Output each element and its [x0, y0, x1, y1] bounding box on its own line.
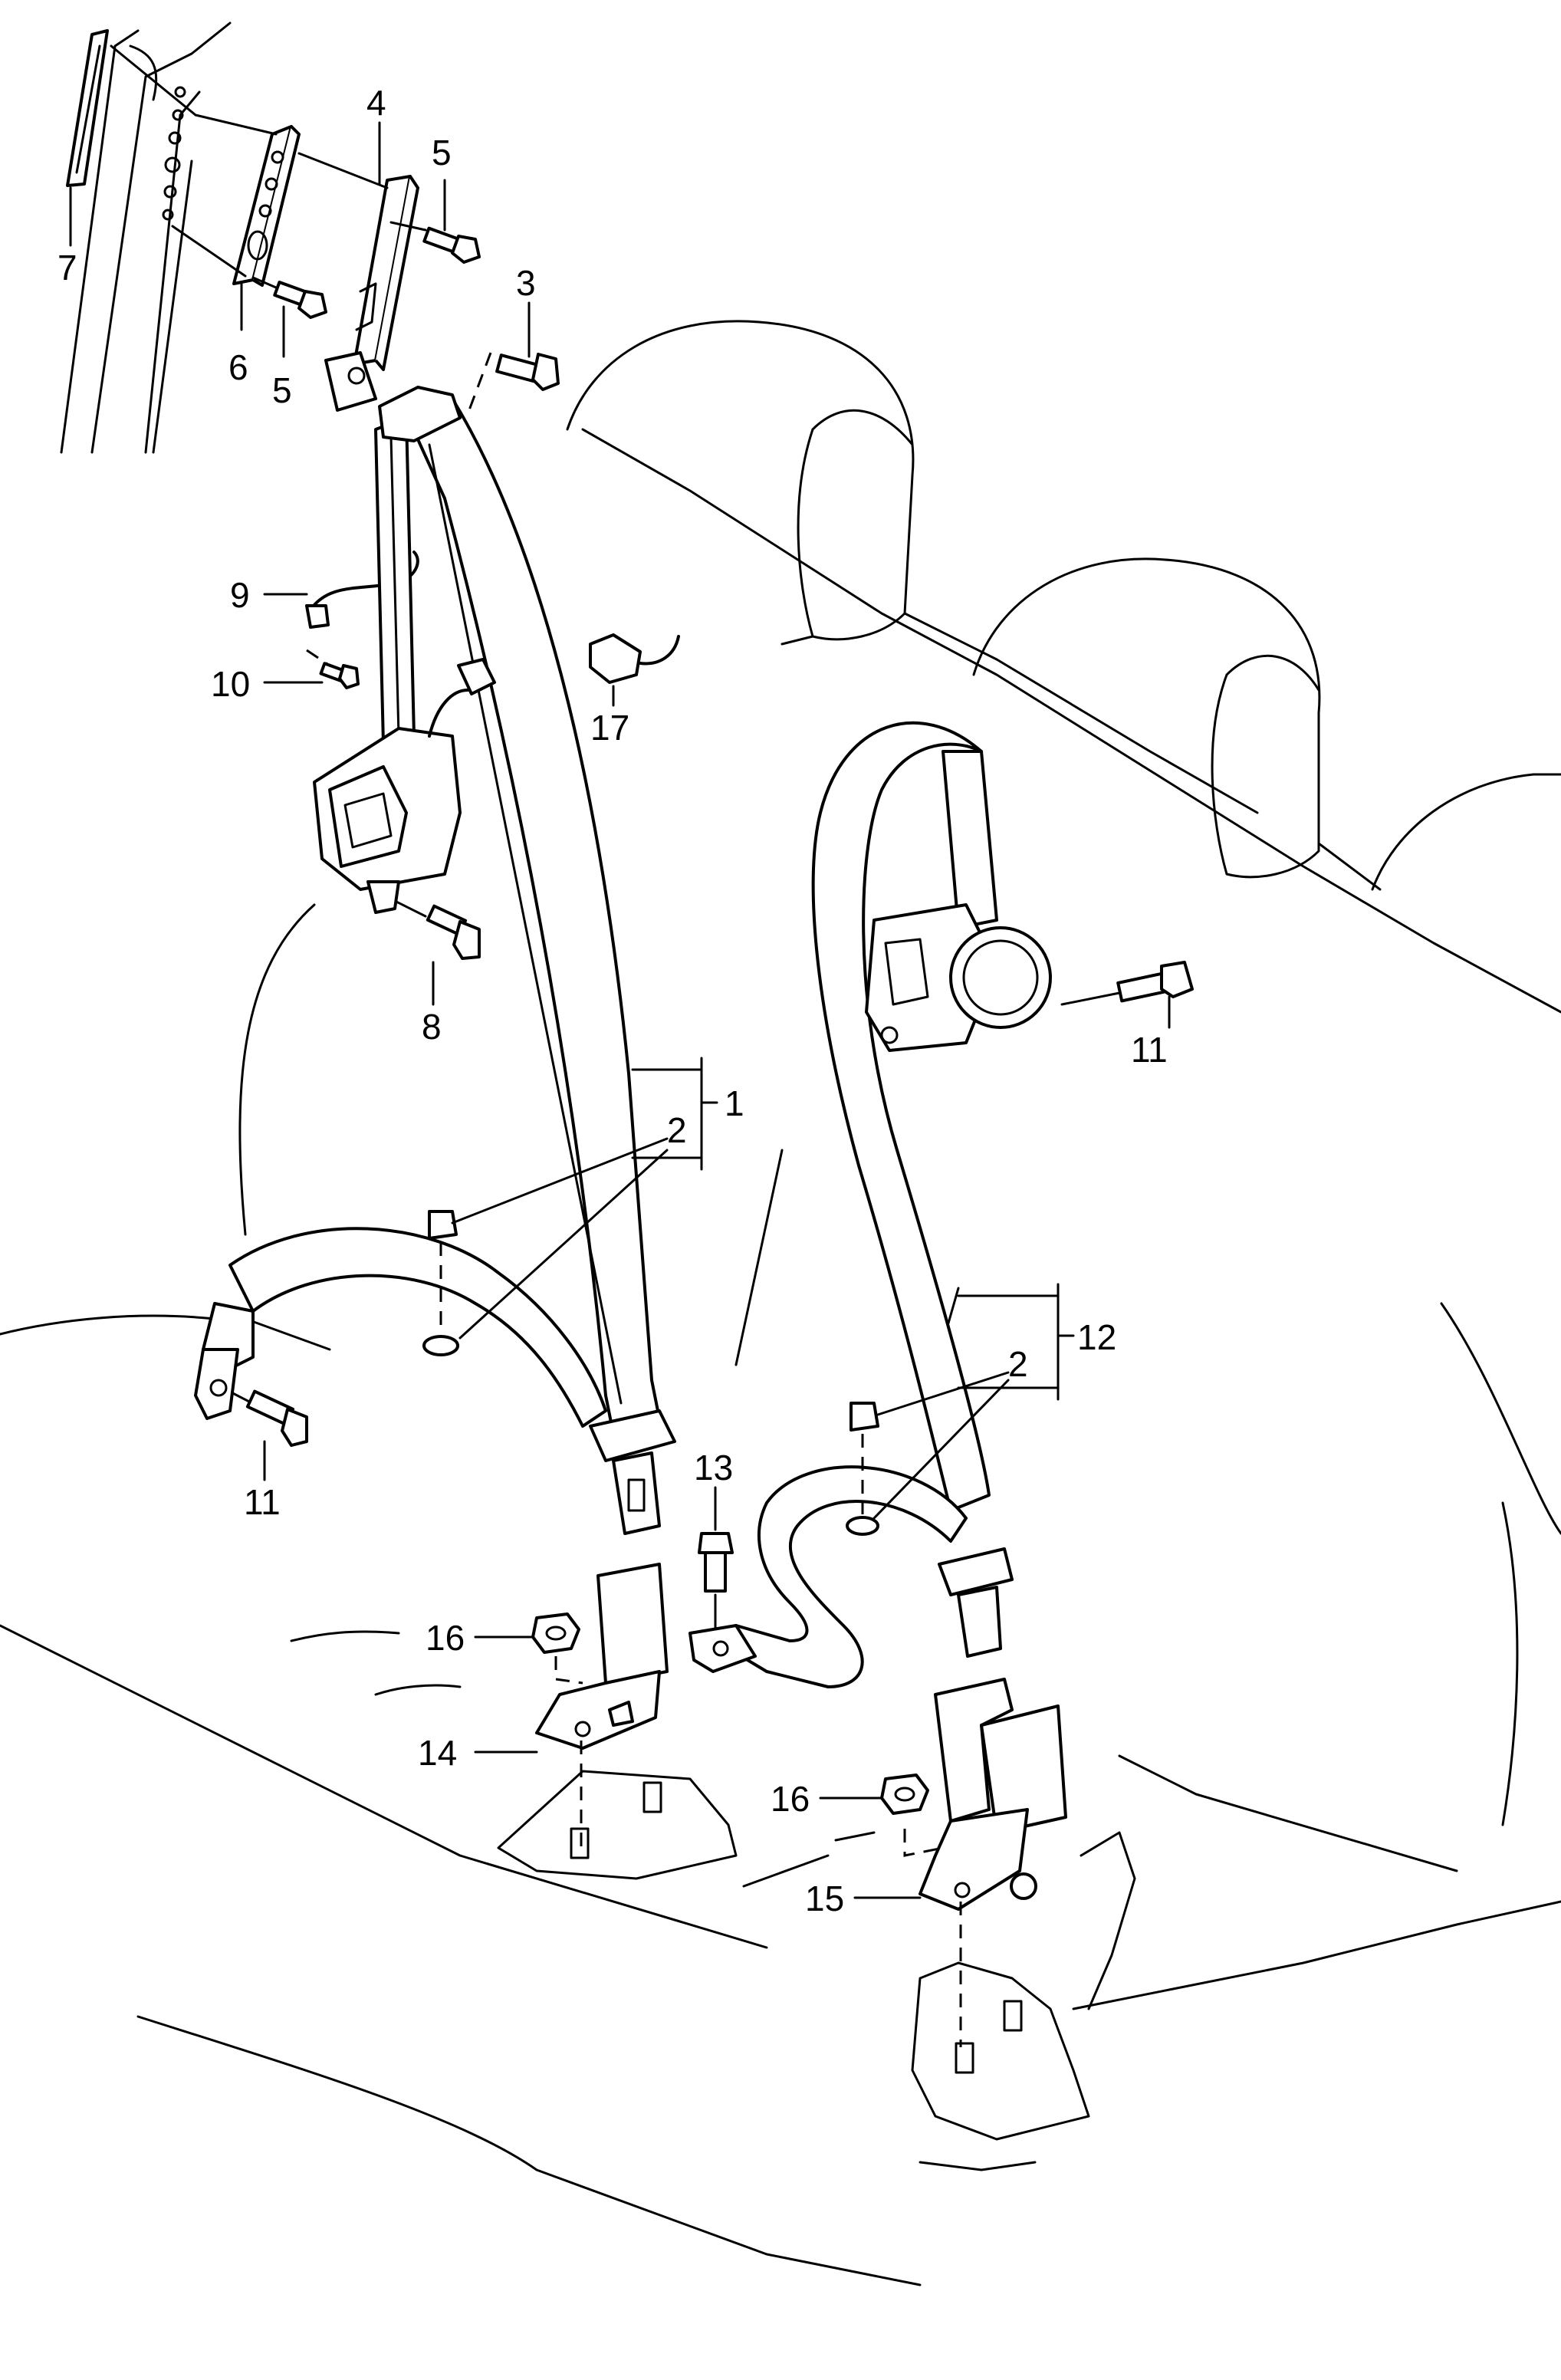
callout-10: 10 [211, 664, 250, 704]
retractor-left [313, 658, 496, 914]
callout-11-left: 11 [244, 1482, 281, 1522]
buckle-left [535, 1563, 669, 1856]
callout-8: 8 [422, 1007, 442, 1047]
right-belt-assembly [688, 721, 1052, 1688]
wire-harness-9 [305, 551, 419, 629]
callout-13: 13 [694, 1448, 733, 1488]
bolt-11-right [1116, 961, 1194, 1003]
callout-15: 15 [805, 1879, 844, 1918]
rear-seat [0, 320, 1561, 2286]
leader-lines [69, 121, 1171, 1899]
callout-16-right: 16 [771, 1779, 810, 1819]
buckle-right [919, 1678, 1067, 2047]
callout-1: 1 [725, 1083, 744, 1123]
upper-anchor-guide [324, 175, 419, 412]
door-pillar [60, 21, 232, 454]
connector-17 [589, 633, 680, 684]
nut-16-left [531, 1612, 580, 1654]
callout-2-left: 2 [667, 1110, 687, 1150]
bolt-5-lower [273, 281, 327, 319]
retractor-right [865, 903, 1052, 1052]
height-adjuster-rail [232, 125, 301, 287]
callout-16-left: 16 [426, 1618, 465, 1658]
callout-5-lower: 5 [272, 370, 292, 410]
callout-3: 3 [516, 263, 536, 303]
floor-plates [497, 1770, 1136, 2141]
callout-5-upper: 5 [432, 133, 452, 173]
callout-4: 4 [366, 83, 386, 123]
trim-strip [66, 29, 109, 187]
bolt-3 [495, 353, 560, 391]
callout-9: 9 [230, 575, 250, 615]
callout-12: 12 [1077, 1317, 1116, 1357]
callout-7: 7 [58, 248, 77, 288]
bolt-11-left [245, 1389, 308, 1447]
bolt-5-upper [422, 226, 481, 264]
callout-6: 6 [228, 347, 248, 387]
callout-labels: 7 4 5 6 5 3 9 10 17 8 11 1 2 12 2 11 13 … [58, 83, 1168, 1918]
callout-11-right: 11 [1131, 1030, 1168, 1070]
callout-14: 14 [418, 1733, 457, 1773]
callout-2-right: 2 [1008, 1344, 1028, 1384]
nut-16-right [880, 1773, 929, 1815]
bolt-13 [698, 1532, 734, 1593]
left-belt-assembly [194, 386, 676, 1535]
bolt-8 [426, 904, 481, 960]
bolt-10 [319, 662, 360, 689]
callout-17: 17 [590, 708, 629, 748]
